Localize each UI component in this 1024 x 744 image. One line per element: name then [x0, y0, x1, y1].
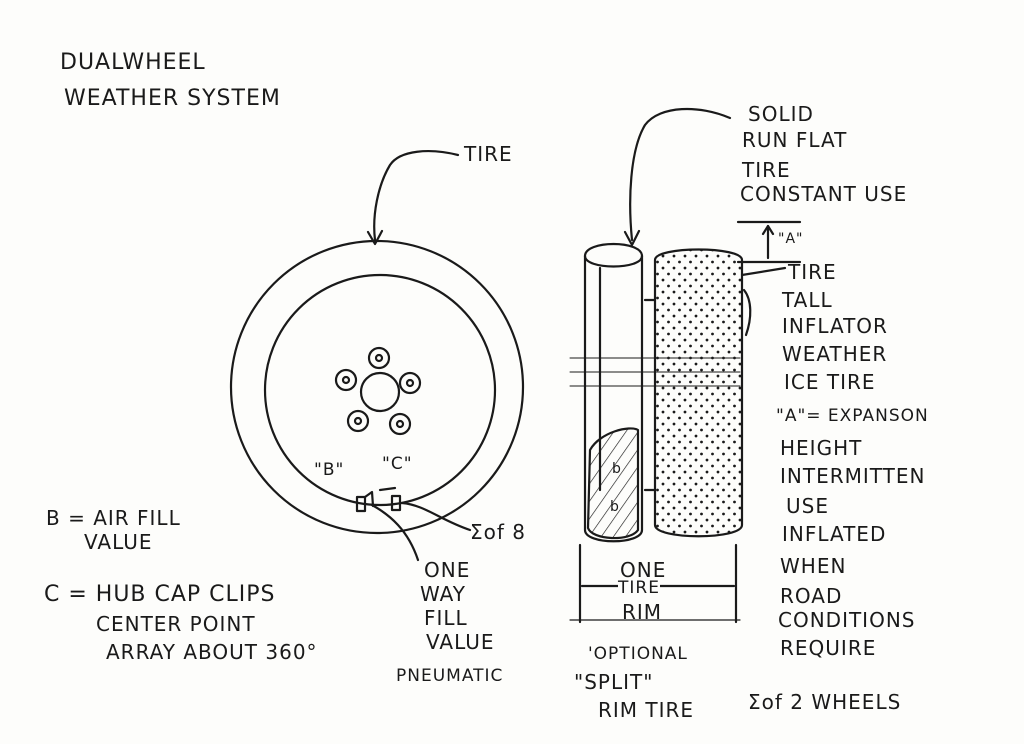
marker-b: "B"	[314, 460, 345, 480]
solid-tire-3: TIRE	[742, 158, 791, 182]
left-tire-label: TIRE	[464, 142, 513, 166]
solid-tire-pointer	[629, 107, 732, 242]
weather-tire-2: TALL	[782, 288, 833, 312]
solid-tire-1: SOLID	[748, 102, 814, 126]
expansion-4: USE	[786, 494, 829, 518]
run-flat-hatch	[586, 427, 640, 540]
marker-a: "A"	[778, 231, 804, 247]
expansion-8: CONDITIONS	[778, 608, 916, 632]
weather-tire-3: INFLATOR	[782, 314, 888, 338]
rim-label-1: ONE	[620, 558, 667, 582]
legend-c-line3: ARRAY ABOUT 360°	[106, 640, 318, 664]
expansion-5: INFLATED	[782, 522, 887, 546]
rim-label-2: TIRE	[618, 578, 660, 598]
title-line2: WEATHER SYSTEM	[64, 86, 281, 111]
fill-value-3: FILL	[424, 606, 468, 630]
optional-2: "SPLIT"	[574, 670, 654, 694]
legend-b-line2: VALUE	[84, 530, 153, 554]
legend-b-line1: B = AIR FILL	[46, 506, 181, 530]
outer-tire-circle	[229, 239, 525, 535]
expansion-2: HEIGHT	[780, 436, 863, 460]
marker-c: "C"	[382, 454, 413, 474]
hatch-mark-1: b	[612, 461, 622, 477]
wheel-count-2: Σof 2 WHEELS	[748, 690, 902, 714]
weather-tire-4: WEATHER	[782, 342, 888, 366]
expansion-6: WHEN	[780, 554, 847, 578]
expansion-3: INTERMITTEN	[780, 464, 926, 488]
tire-pointer-arrow	[373, 150, 460, 242]
wheel-count-8: Σof 8	[470, 520, 526, 544]
weather-tire-5: ICE TIRE	[784, 370, 876, 394]
fill-value-4: VALUE	[426, 630, 495, 654]
tall-inflator-brace	[742, 288, 752, 337]
count-pointer	[400, 501, 472, 532]
legend-c-line2: CENTER POINT	[96, 612, 256, 636]
solid-tire-2: RUN FLAT	[742, 128, 848, 152]
right-wheel	[569, 107, 802, 624]
title-line1: DUALWHEEL	[60, 50, 206, 75]
fill-value-1: ONE	[424, 558, 471, 582]
legend-c-line1: C = HUB CAP CLIPS	[44, 582, 276, 607]
rim-label-3: RIM	[622, 600, 663, 624]
valve-clips	[355, 486, 402, 513]
expansion-1: "A"= EXPANSON	[776, 406, 929, 426]
hatch-mark-2: b	[610, 499, 620, 515]
pneumatic-label: PNEUMATIC	[396, 666, 504, 686]
expansion-7: ROAD	[780, 584, 843, 608]
run-flat-tire	[583, 242, 644, 543]
fill-value-pointer	[370, 503, 420, 562]
solid-tire-4: CONSTANT USE	[740, 182, 908, 206]
expansion-9: REQUIRE	[780, 636, 877, 660]
lug-holes	[334, 346, 422, 436]
weather-tire-1: TIRE	[788, 260, 837, 284]
left-wheel	[229, 150, 525, 562]
inner-rim-circle	[263, 273, 497, 507]
optional-1: 'OPTIONAL	[588, 644, 688, 664]
hub-center	[359, 371, 401, 413]
fill-value-2: WAY	[420, 582, 467, 606]
weather-tire	[653, 248, 744, 538]
optional-3: RIM TIRE	[598, 698, 695, 722]
